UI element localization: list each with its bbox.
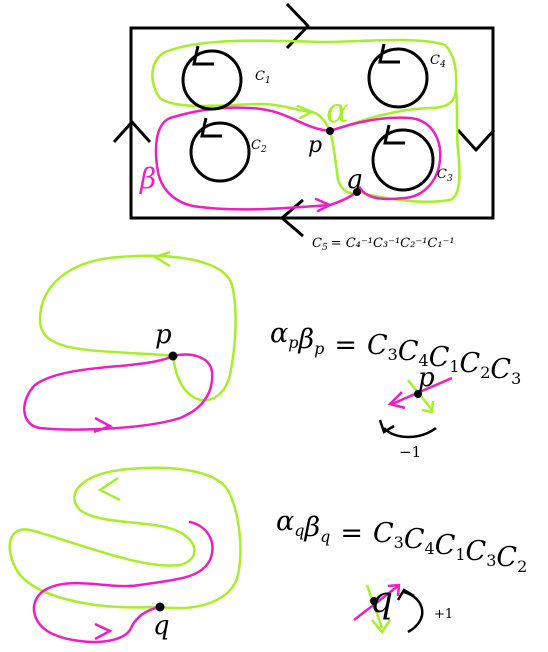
top-panel: C1 C4 C2 C3 α β p q C5= C₄⁻¹C₃⁻¹C₂⁻¹C₁⁻¹ (112, 2, 496, 253)
equation-q-rhs-4: C (496, 542, 517, 573)
equation-p-lhs-1: β (297, 324, 314, 355)
rotation-arrowhead-plus-icon (396, 588, 415, 601)
middle-panel: p αpβp=C3C4C1C2C3 p −1 (23, 250, 521, 461)
equation-p-rhs-4: C (490, 354, 511, 385)
alpha-arrow-icon (152, 250, 171, 268)
circle-c1-marker-icon (192, 45, 214, 66)
equation-q-rhs-0: C (373, 518, 394, 549)
label-c2: C2 (251, 138, 267, 155)
crossing-q-green-arrow-icon (371, 619, 392, 635)
beta-arrow-icon (93, 416, 114, 434)
equation-p-rhs-1: C (398, 336, 419, 367)
crossing-p: p −1 (378, 363, 453, 461)
point-q-bottom (155, 602, 165, 612)
equation-q-rhs-2: C (435, 530, 456, 561)
circle-c3 (371, 124, 435, 192)
point-p-middle (168, 351, 178, 361)
equation-q-equals: = (340, 518, 363, 549)
label-q-top: q (346, 165, 363, 195)
label-c1: C1 (255, 69, 271, 86)
label-p-top: p (308, 133, 322, 158)
label-c4: C4 (430, 53, 446, 70)
circle-c4 (367, 43, 429, 109)
crossing-p-magenta-arrow-icon (387, 391, 406, 410)
beta-loop-top (154, 106, 442, 213)
bottom-panel: q αqβq=C3C4C1C3C2 q +1 (8, 466, 527, 644)
equation-q-lhs-0: α (276, 506, 294, 537)
crossing-label-p: p (418, 363, 435, 393)
rotation-minus-one: −1 (399, 443, 421, 461)
label-q-bottom: q (153, 611, 170, 641)
circle-c2-marker-icon (200, 117, 222, 138)
rotation-arrowhead-icon (378, 419, 395, 434)
equation-p-lhs-0: α (270, 318, 288, 349)
arrow-up-icon (112, 120, 152, 144)
alpha-curve-q (8, 466, 242, 610)
circle-c2 (189, 117, 251, 183)
circle-c3-marker-icon (383, 124, 405, 145)
beta-curve-q (32, 520, 214, 644)
crossing-label-q: q (370, 580, 393, 621)
rotation-arrow-minus (383, 426, 437, 439)
label-c3: C3 (437, 167, 453, 184)
crossing-q-magenta-arrow-icon (387, 583, 401, 597)
arrow-left-icon (280, 198, 304, 238)
point-p-top (326, 127, 334, 135)
label-beta: β (139, 162, 156, 195)
label-p-middle: p (155, 320, 172, 350)
rotation-arrow-plus (403, 590, 424, 634)
rotation-plus-one: +1 (434, 607, 453, 622)
equation-q-rhs-1: C (404, 524, 425, 555)
equation-q: αqβq=C3C4C1C3C2 (276, 506, 527, 576)
equation-q-rhs-3: C (466, 536, 487, 567)
equation-p-equals: = (334, 330, 357, 361)
equation-p-rhs-0: C (367, 330, 388, 361)
c5-relation: C5= C₄⁻¹C₃⁻¹C₂⁻¹C₁⁻¹ (312, 236, 455, 253)
crossing-p-green-arrow-icon (421, 400, 435, 414)
crossing-q: q +1 (353, 580, 453, 635)
circle-c1 (181, 45, 243, 111)
equation-p-rhs-2: C (429, 342, 450, 373)
beta-curve-p (23, 353, 214, 431)
alpha-curve-p (38, 254, 237, 402)
equation-p-rhs-3: C (460, 348, 481, 379)
arrow-down-icon (456, 128, 496, 152)
alpha-arrow-q-icon (97, 476, 121, 502)
beta-arrow-q-icon (94, 622, 113, 641)
point-q-top (353, 188, 361, 196)
circle-c4-marker-icon (378, 43, 400, 64)
equation-p: αpβp=C3C4C1C2C3 (270, 318, 521, 388)
label-alpha: α (326, 91, 349, 131)
equation-q-lhs-1: β (303, 512, 320, 543)
